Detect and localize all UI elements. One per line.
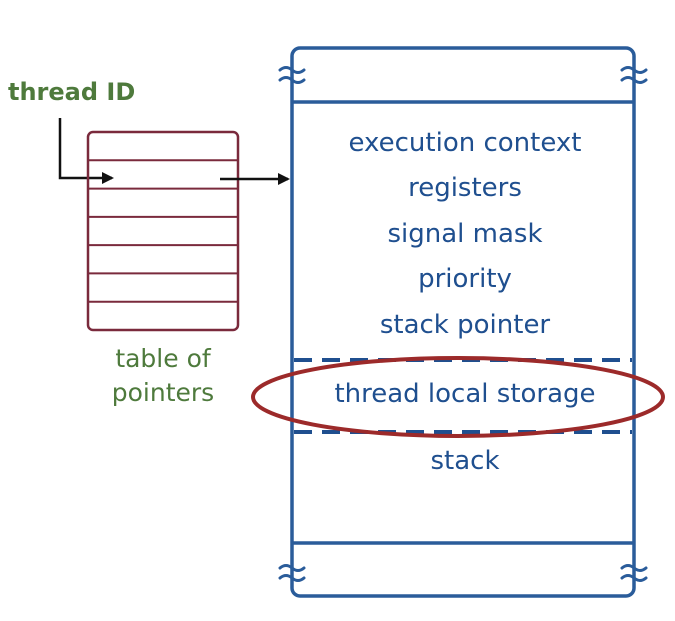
field-signal-mask: signal mask [387,219,542,249]
field-priority: priority [418,264,512,294]
thread-block: execution context registers signal mask … [251,46,665,598]
section-break-icon [620,564,648,582]
field-stack: stack [430,446,499,476]
field-registers: registers [408,173,522,203]
table-label-line2: pointers [112,378,214,407]
thread-id-label: thread ID [8,78,135,106]
field-stack-pointer: stack pointer [380,310,551,340]
section-break-icon [620,66,648,84]
table-label-line1: table of [115,344,212,373]
pointer-table [86,130,240,332]
section-break-icon [278,66,306,84]
section-break-icon [278,564,306,582]
thread-block-frame [290,46,636,598]
field-thread-local-storage: thread local storage [334,379,595,409]
field-execution-context: execution context [349,128,582,158]
thread-id-arrow [58,118,114,184]
pointer-table-frame [86,130,240,332]
tls-highlight-ellipse [251,356,665,438]
